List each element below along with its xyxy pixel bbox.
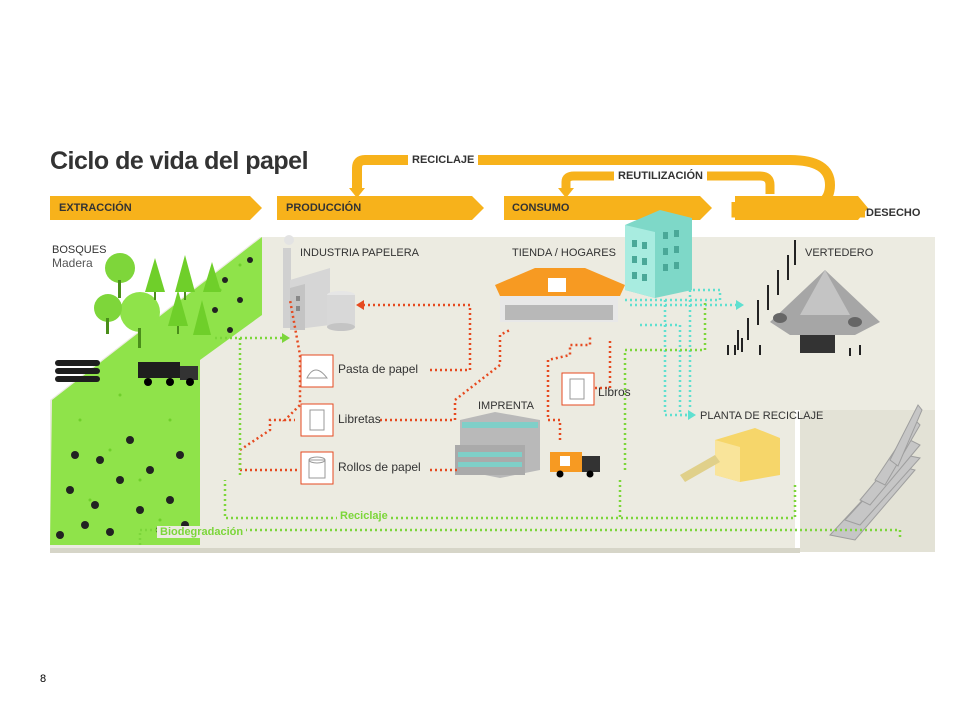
delivery-truck (550, 452, 600, 478)
mill-label: INDUSTRIA PAPELERA (300, 247, 419, 259)
reuse-loop-label: REUTILIZACIÓN (614, 170, 707, 182)
reuse-arrowhead (558, 188, 574, 198)
cyan-arrowhead-plant (688, 410, 696, 420)
product-label-pulp: Pasta de papel (338, 362, 419, 376)
forest-label: BOSQUES (52, 244, 107, 256)
red-arrowhead (356, 300, 364, 310)
logging-truck (138, 362, 198, 386)
store-label: TIENDA / HOGARES (512, 247, 616, 259)
product-label-notebooks: Libretas (338, 412, 381, 426)
product-icon-drawings (306, 369, 585, 479)
page-number: 8 (40, 673, 47, 685)
cyan-flows (625, 288, 738, 417)
stage-label-consumption: CONSUMO (512, 202, 570, 214)
store-building (495, 268, 625, 322)
green-arrowhead (282, 333, 290, 343)
cyan-arrowhead-landfill (736, 300, 744, 310)
stage-arrow-production (277, 196, 484, 220)
recycling-plant (680, 428, 780, 482)
recycle-arrowhead (349, 188, 365, 198)
paper-mill (283, 235, 355, 331)
landfill-label: VERTEDERO (805, 247, 874, 259)
ground-shadow (50, 548, 800, 553)
forest-area (50, 237, 262, 545)
stage-label-extraction: EXTRACCIÓN (59, 202, 132, 214)
trees (94, 253, 221, 348)
green-flows (138, 300, 902, 545)
printer-building (455, 412, 540, 478)
ground-plane (50, 237, 935, 552)
landfill (727, 240, 880, 356)
books-label: Libros (598, 385, 631, 399)
recycle-flow-label: Reciclaje (337, 510, 391, 522)
biodegradation-flow-label: Biodegradación (157, 526, 247, 538)
forest-sublabel: Madera (52, 256, 93, 270)
stage-label-waste: DESECHO (866, 207, 921, 219)
stage-arrow-waste (735, 196, 868, 220)
red-flows (238, 299, 612, 472)
stage-arrow-extraction (50, 196, 262, 220)
paper-bales (829, 404, 923, 541)
printer-label: IMPRENTA (478, 400, 535, 412)
apartment-building (625, 210, 692, 298)
recycle-loop-label: RECICLAJE (408, 154, 479, 166)
stage-label-production: PRODUCCIÓN (286, 202, 362, 214)
recycling-plant-label: PLANTA DE RECICLAJE (700, 410, 824, 422)
log-pile (55, 360, 100, 382)
page-title: Ciclo de vida del papel (50, 147, 309, 175)
product-label-rolls: Rollos de papel (338, 460, 421, 474)
